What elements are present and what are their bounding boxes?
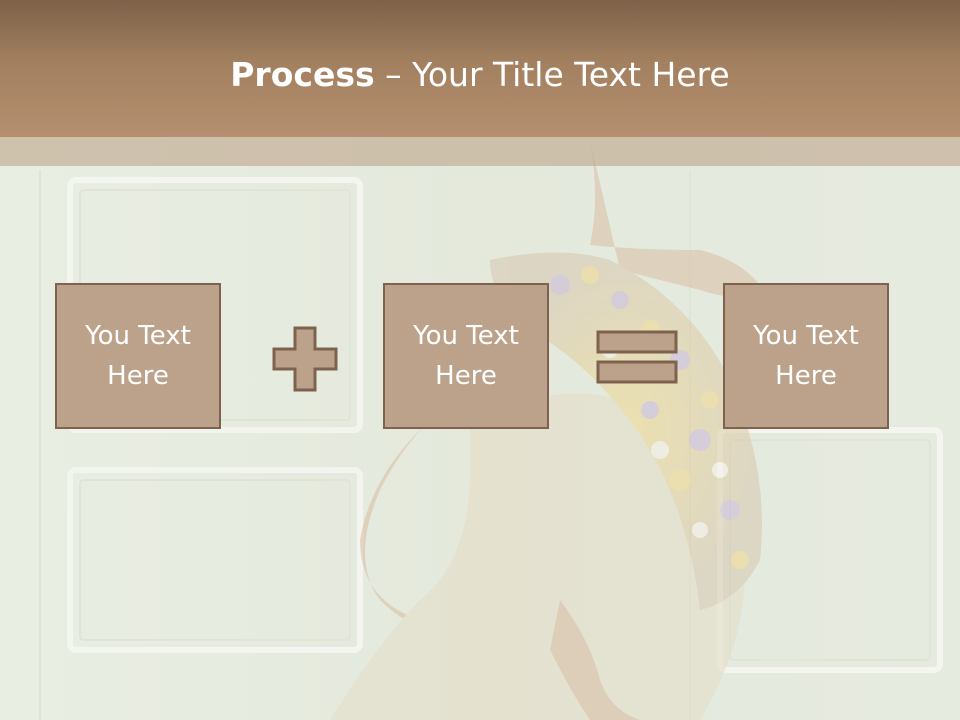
slide-title[interactable]: Process – Your Title Text Here [0,52,960,98]
process-box-2-line2: Here [435,361,497,391]
process-box-3-line1: You Text [753,321,859,351]
process-box-1-line1: You Text [85,321,191,351]
process-box-1-line2: Here [107,361,169,391]
title-bar [0,0,960,137]
title-strip [0,137,960,166]
equals-icon [596,330,678,384]
process-box-3-line2: Here [775,361,837,391]
title-bold: Process [230,55,375,94]
process-box-2-line1: You Text [413,321,519,351]
plus-icon [272,326,338,392]
title-rest: – Your Title Text Here [374,55,730,94]
